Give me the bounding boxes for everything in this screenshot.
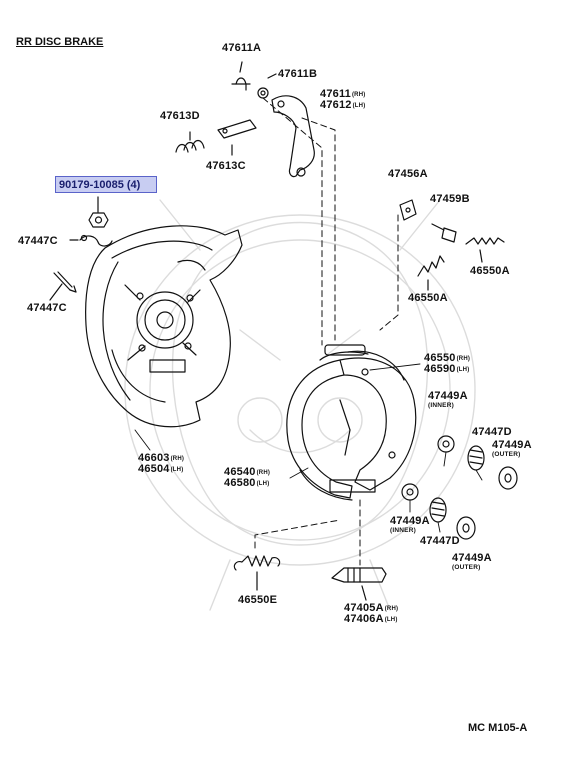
spring-47447d-upper — [467, 445, 485, 471]
label-47611a: 47611A — [222, 42, 262, 54]
label-47449a-outer-upper: 47449A(OUTER) — [492, 439, 532, 458]
label-46590: 46590(LH) — [424, 363, 470, 375]
label-47611: 47611(RH) — [320, 88, 366, 100]
label-46504: 46504(LH) — [138, 463, 184, 475]
adjuster-47459b — [431, 223, 457, 243]
label-47447d-lower: 47447D — [420, 535, 460, 547]
label-46550: 46550(RH) — [424, 352, 471, 364]
label-47613c: 47613C — [206, 160, 246, 172]
washer-47611b — [257, 73, 277, 99]
washer-47449a-outer-lower — [456, 516, 476, 540]
label-46540: 46540(RH) — [224, 466, 271, 478]
pin-47447c — [49, 271, 77, 301]
parking-brake-lever — [271, 95, 315, 178]
label-47447c-lower: 47447C — [27, 302, 67, 314]
label-47613d: 47613D — [160, 110, 200, 122]
label-47449a-inner-lower: 47449A(INNER) — [390, 515, 430, 534]
label-47611b: 47611B — [278, 68, 318, 80]
leader-lines — [134, 363, 483, 533]
diagram-title: RR DISC BRAKE — [16, 36, 104, 48]
dashed-guides — [254, 97, 399, 566]
backing-plate — [85, 225, 243, 428]
label-46603: 46603(RH) — [138, 452, 185, 464]
spring-47613d — [175, 131, 205, 153]
label-46550e: 46550E — [238, 594, 278, 606]
label-46550a-lower: 46550A — [408, 292, 448, 304]
bracket-47456a — [399, 199, 417, 221]
label-47406a: 47406A(LH) — [344, 613, 398, 625]
label-47447d-upper: 47447D — [472, 426, 512, 438]
label-47456a: 47456A — [388, 168, 428, 180]
diagram-code: MC M105-A — [468, 722, 528, 734]
watermark-emblem — [124, 199, 476, 611]
label-46580: 46580(LH) — [224, 477, 270, 489]
spring-47447d-lower — [429, 497, 447, 523]
label-47612: 47612(LH) — [320, 99, 366, 111]
strut-47613c — [217, 119, 257, 156]
label-47459b: 47459B — [430, 193, 470, 205]
label-47405a: 47405A(RH) — [344, 602, 399, 614]
label-47449a-inner-upper: 47449A(INNER) — [428, 390, 468, 409]
washer-47449a-outer-upper — [498, 466, 518, 490]
adjuster-screw-47405a — [331, 567, 387, 601]
spring-46550a-upper — [465, 237, 505, 263]
spring-46550a-lower — [417, 255, 445, 291]
label-47447c-upper: 47447C — [18, 235, 58, 247]
label-46550a-upper: 46550A — [470, 265, 510, 277]
brake-shoe-assembly — [286, 344, 417, 501]
backing-plate-bolt — [88, 196, 109, 228]
clip-47447c — [69, 234, 113, 247]
label-47449a-outer-lower: 47449A(OUTER) — [452, 552, 492, 571]
highlighted-part-label: 90179-10085 (4) — [59, 179, 141, 191]
clip-47611a — [231, 61, 251, 91]
highlighted-part-number[interactable]: 90179-10085 (4) — [55, 176, 157, 193]
spring-46550e — [233, 555, 281, 591]
